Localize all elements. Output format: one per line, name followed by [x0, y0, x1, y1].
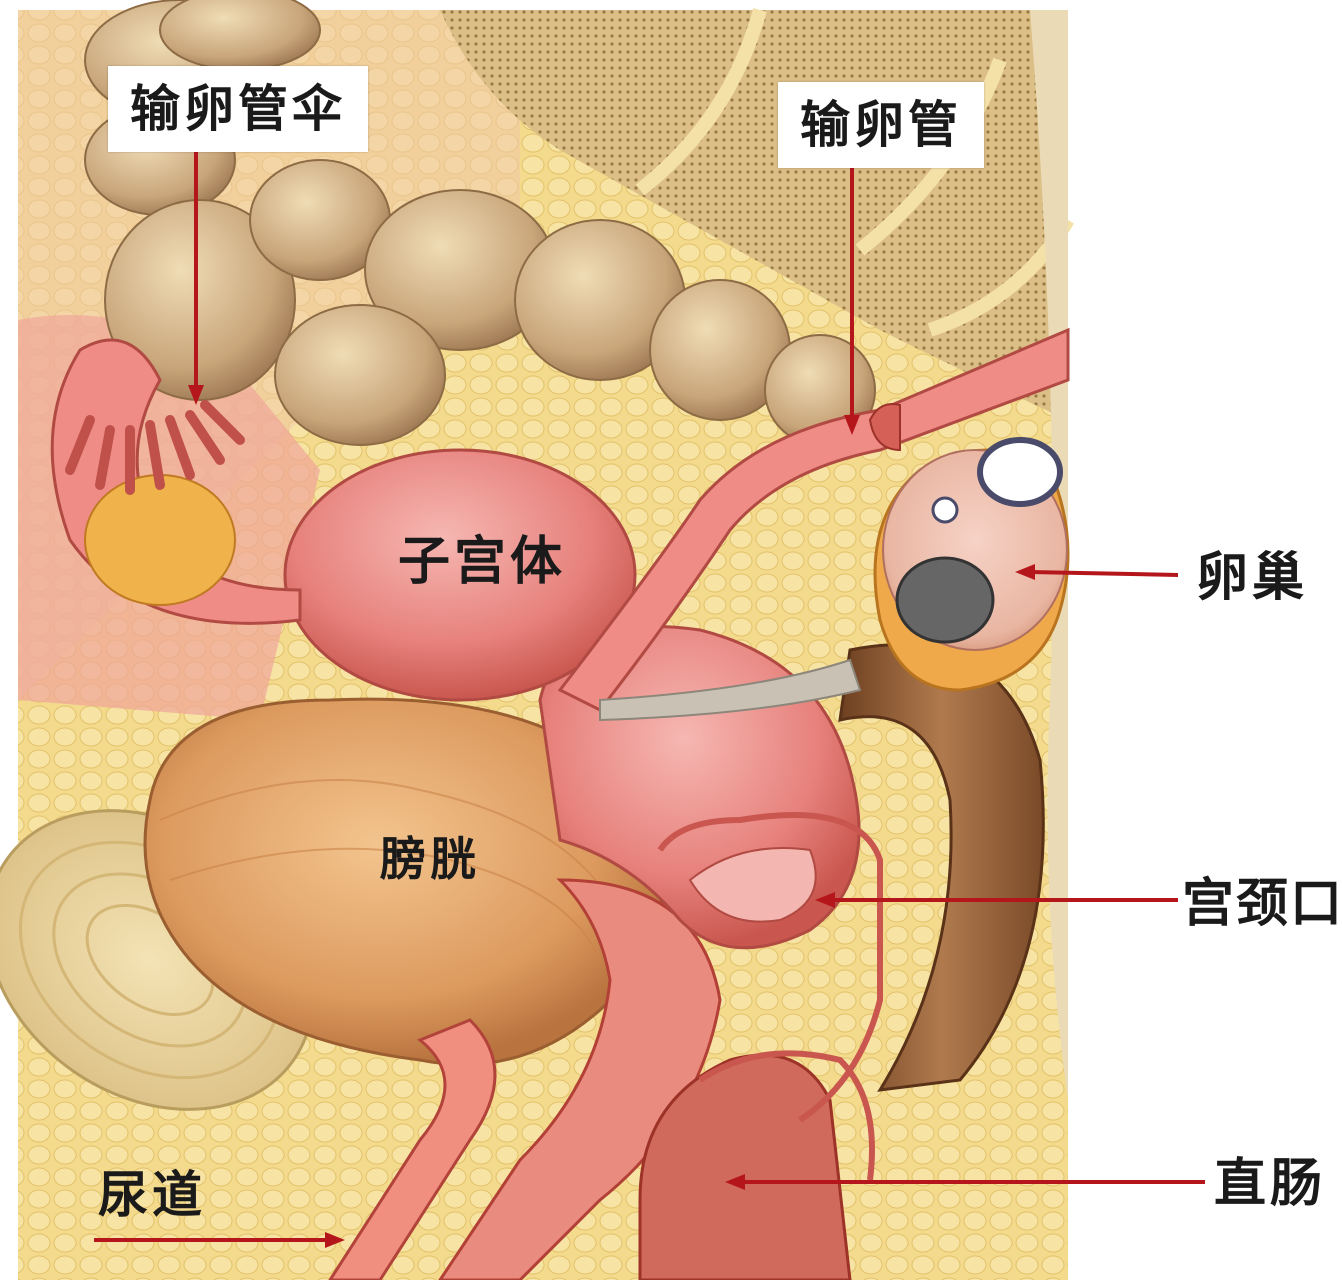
- label-cervix: 宫颈口: [1182, 874, 1342, 934]
- rectum-wall: [657, 812, 883, 1181]
- label-fimbriae: 输卵管伞: [108, 66, 368, 152]
- ovarian-ligament: [599, 658, 862, 722]
- ovary-left: [84, 474, 236, 606]
- corpus-luteum: [895, 556, 995, 644]
- pointer-arrowheads: [188, 385, 1035, 1248]
- label-bladder: 膀胱: [380, 832, 480, 886]
- fimbriae: [65, 400, 245, 495]
- anal-canal: [638, 1053, 852, 1280]
- label-fallopian-tube: 输卵管: [778, 82, 984, 168]
- ovary-follicle: [977, 437, 1063, 507]
- label-rectum: 直肠: [1214, 1154, 1327, 1214]
- fallopian-tube-right: [557, 327, 1070, 712]
- pointer-lines: [94, 150, 1205, 1242]
- uterus-body: [283, 448, 637, 702]
- rectum: [838, 643, 1045, 1092]
- cervix: [688, 847, 817, 923]
- urethra: [328, 1018, 497, 1280]
- label-ovary: 卵巢: [1196, 548, 1309, 608]
- label-uterus-body: 子宫体: [398, 532, 567, 592]
- spinal-column: [1030, 10, 1068, 1100]
- label-urethra: 尿道: [98, 1166, 206, 1224]
